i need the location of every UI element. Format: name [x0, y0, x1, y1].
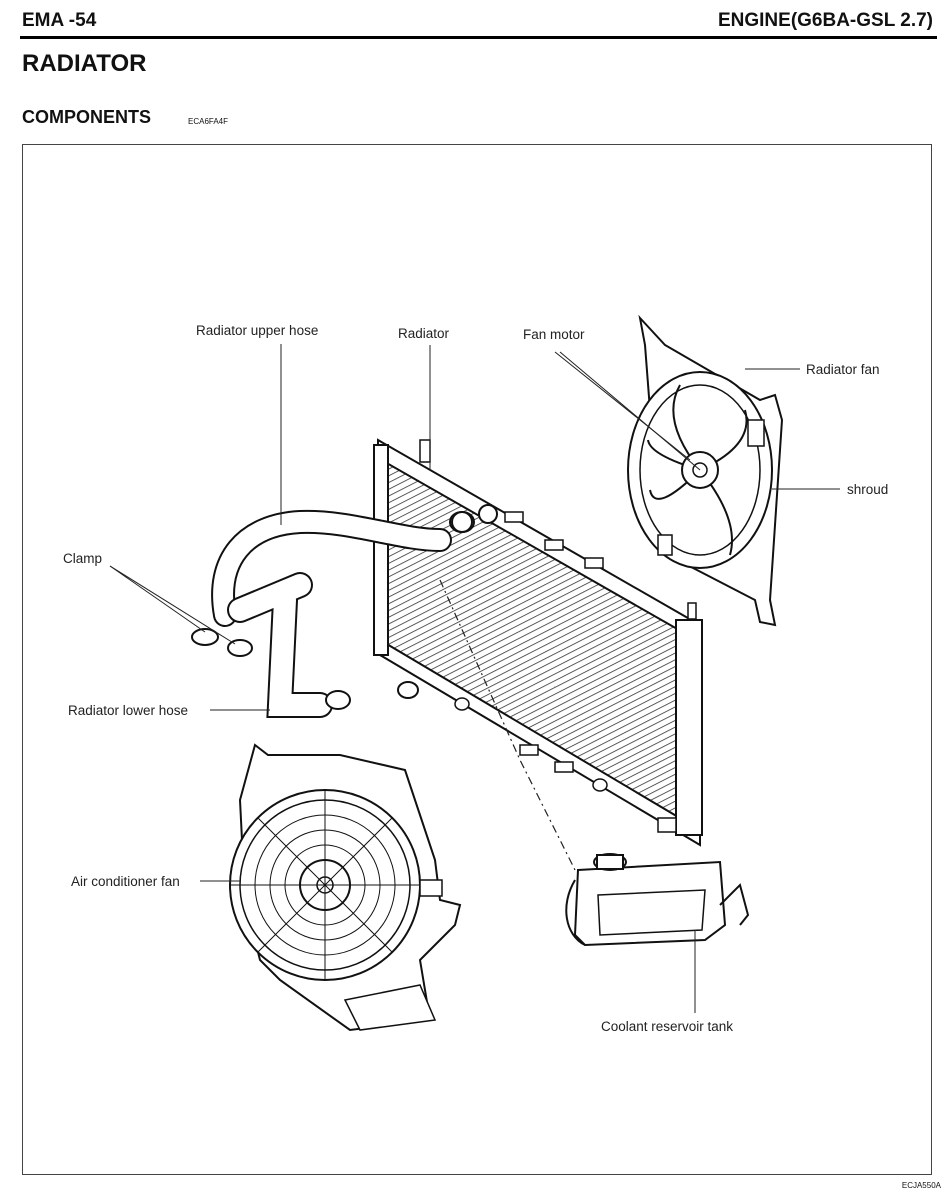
radiator-fan: [627, 314, 784, 627]
label-radiator: Radiator: [398, 326, 450, 341]
radiator-lower-hose: [227, 572, 333, 718]
section-title: COMPONENTS: [22, 107, 152, 127]
leader-lines: [109, 344, 840, 1013]
coolant-reservoir-tank: [565, 853, 750, 947]
label-fan-motor: Fan motor: [523, 327, 585, 342]
figure-frame: [22, 144, 932, 1175]
page-title: RADIATOR: [22, 50, 147, 77]
chapter-title: ENGINE(G6BA-GSL 2.7): [717, 10, 933, 31]
label-shroud: shroud: [847, 482, 888, 497]
radiator: [373, 438, 703, 871]
header-rule: [20, 36, 937, 39]
section-code: ECA6FA4F: [188, 117, 229, 126]
figure-code: ECJA550A: [901, 1181, 941, 1190]
diagram-labels: Radiator upper hose Radiator Fan motor R…: [63, 323, 888, 1034]
clamps: [191, 511, 475, 710]
label-air-conditioner-fan: Air conditioner fan: [71, 874, 180, 889]
label-radiator-upper-hose: Radiator upper hose: [196, 323, 318, 338]
label-clamp: Clamp: [63, 551, 102, 566]
page-number: EMA -54: [22, 10, 97, 31]
radiator-upper-hose: [211, 509, 452, 627]
label-radiator-lower-hose: Radiator lower hose: [68, 703, 188, 718]
label-coolant-reservoir-tank: Coolant reservoir tank: [601, 1019, 733, 1034]
label-radiator-fan: Radiator fan: [806, 362, 880, 377]
air-conditioner-fan: [229, 743, 462, 1032]
